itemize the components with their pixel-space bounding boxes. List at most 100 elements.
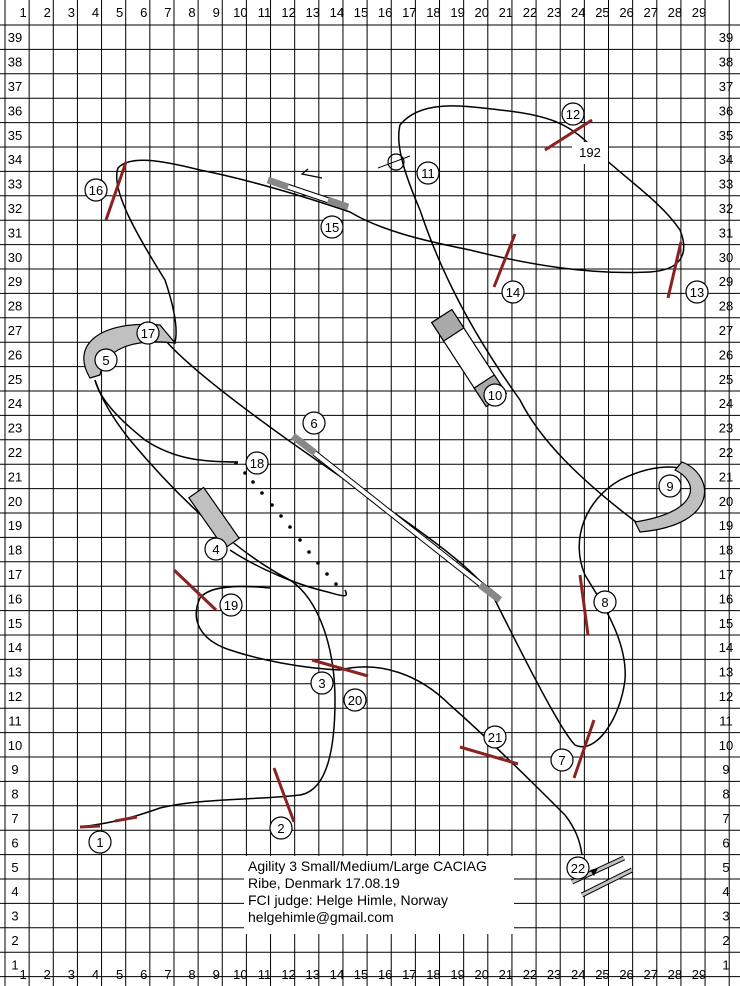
row-label: 13 xyxy=(8,665,22,680)
obstacle-number-text: 10 xyxy=(488,388,502,403)
obstacle-number-10: 10 xyxy=(483,383,507,407)
row-label: 27 xyxy=(719,323,733,338)
row-label: 39 xyxy=(719,30,733,45)
row-label: 14 xyxy=(8,640,22,655)
column-label: 27 xyxy=(643,967,657,982)
column-label: 10 xyxy=(233,5,247,20)
row-label: 23 xyxy=(719,421,733,436)
obstacle-number-circle xyxy=(302,411,326,435)
column-label: 15 xyxy=(354,5,368,20)
obstacle-number-20: 20 xyxy=(343,688,367,712)
obstacle-number-1: 1 xyxy=(88,830,112,854)
row-label: 2 xyxy=(11,933,18,948)
row-label: 20 xyxy=(8,494,22,509)
column-label: 17 xyxy=(402,5,416,20)
obstacle-number-text: 7 xyxy=(558,753,565,768)
row-label: 9 xyxy=(722,762,729,777)
dogwalk-15 xyxy=(266,168,350,211)
column-label: 2 xyxy=(44,967,51,982)
obstacle-number-circle xyxy=(245,451,269,475)
row-label: 35 xyxy=(8,128,22,143)
obstacle-number-circle xyxy=(658,474,682,498)
row-label: 38 xyxy=(719,55,733,70)
row-label: 26 xyxy=(719,347,733,362)
row-label: 14 xyxy=(719,640,733,655)
row-label: 25 xyxy=(8,372,22,387)
row-label: 24 xyxy=(8,396,22,411)
obstacle-number-4: 4 xyxy=(204,537,228,561)
column-label: 27 xyxy=(643,5,657,20)
info-location: Ribe, Denmark 17.08.19 xyxy=(248,875,400,891)
column-label: 8 xyxy=(188,5,195,20)
column-label: 5 xyxy=(116,5,123,20)
obstacle-number-text: 14 xyxy=(506,285,520,300)
obstacle-number-12: 12 xyxy=(561,102,585,126)
column-label: 25 xyxy=(595,967,609,982)
obstacle-number-17: 17 xyxy=(136,321,160,345)
row-label: 22 xyxy=(719,445,733,460)
obstacle-number-text: 21 xyxy=(488,730,502,745)
column-label: 23 xyxy=(547,967,561,982)
obstacle-number-circle xyxy=(593,590,617,614)
row-label: 5 xyxy=(11,860,18,875)
row-label: 29 xyxy=(719,274,733,289)
obstacle-number-text: 4 xyxy=(212,542,219,557)
row-label: 36 xyxy=(8,103,22,118)
column-label: 24 xyxy=(571,967,585,982)
obstacle-number-circle xyxy=(343,688,367,712)
row-label: 5 xyxy=(722,860,729,875)
row-label: 32 xyxy=(8,201,22,216)
column-label: 3 xyxy=(68,967,75,982)
obstacle-number-circle xyxy=(269,816,293,840)
obstacle-number-circle xyxy=(483,383,507,407)
row-label: 12 xyxy=(719,689,733,704)
row-label: 20 xyxy=(719,494,733,509)
column-label: 29 xyxy=(692,5,706,20)
row-label: 1 xyxy=(722,957,729,972)
column-label: 2 xyxy=(44,5,51,20)
course-length-label: 192 xyxy=(572,142,608,164)
column-label: 18 xyxy=(426,967,440,982)
obstacle-number-text: 5 xyxy=(102,353,109,368)
info-email: helgehimle@gmail.com xyxy=(248,909,394,925)
obstacle-number-8: 8 xyxy=(593,590,617,614)
column-label: 15 xyxy=(354,967,368,982)
obstacle-number-18: 18 xyxy=(245,451,269,475)
obstacle-number-text: 12 xyxy=(566,107,580,122)
column-label: 3 xyxy=(68,5,75,20)
column-label: 25 xyxy=(595,5,609,20)
row-labels-right: 3938373635343332313029282726252423222120… xyxy=(719,30,733,972)
column-label: 21 xyxy=(499,967,513,982)
row-label: 11 xyxy=(719,713,733,728)
obstacle-number-circle xyxy=(685,280,709,304)
column-label: 18 xyxy=(426,5,440,20)
obstacle-number-circle xyxy=(561,102,585,126)
obstacle-number-circle xyxy=(550,748,574,772)
row-label: 29 xyxy=(8,274,22,289)
row-label: 35 xyxy=(719,128,733,143)
column-label: 14 xyxy=(330,967,344,982)
column-label: 1 xyxy=(19,5,26,20)
row-label: 13 xyxy=(719,665,733,680)
row-label: 39 xyxy=(8,30,22,45)
row-label: 19 xyxy=(719,518,733,533)
column-label: 9 xyxy=(213,967,220,982)
obstacle-number-2: 2 xyxy=(269,816,293,840)
column-label: 11 xyxy=(258,967,272,982)
column-label: 4 xyxy=(92,5,99,20)
obstacle-number-5: 5 xyxy=(94,348,118,372)
row-label: 11 xyxy=(8,713,22,728)
row-label: 7 xyxy=(11,811,18,826)
obstacle-number-14: 14 xyxy=(501,280,525,304)
obstacle-number-text: 16 xyxy=(89,183,103,198)
column-label: 26 xyxy=(619,5,633,20)
obstacle-number-circle xyxy=(501,280,525,304)
column-label: 7 xyxy=(164,5,171,20)
tire-11 xyxy=(377,153,411,171)
obstacle-number-text: 20 xyxy=(348,693,362,708)
row-label: 36 xyxy=(719,103,733,118)
column-label: 29 xyxy=(692,967,706,982)
row-label: 4 xyxy=(11,884,18,899)
